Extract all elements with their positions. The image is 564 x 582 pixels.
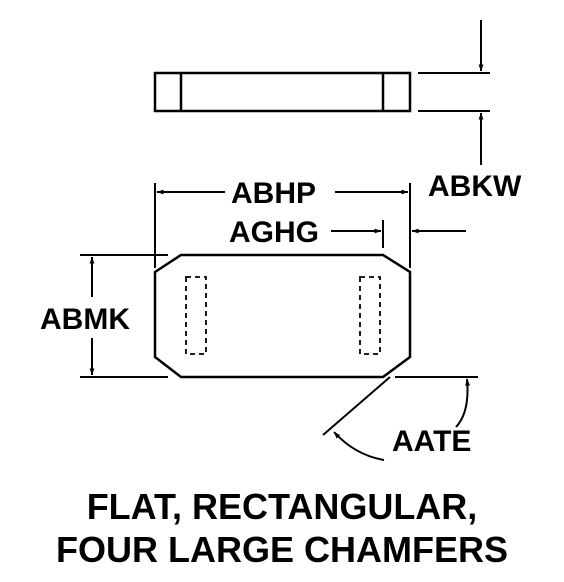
- thickness-dimension: [418, 20, 490, 165]
- length-dimension: [154, 183, 411, 268]
- hole-span-label: AGHG: [229, 216, 319, 249]
- length-label: ABHP: [231, 177, 316, 210]
- width-dimension: [80, 254, 168, 378]
- left-hidden-slot: [185, 276, 207, 355]
- chamfer-arrow-curved-right: [455, 378, 471, 428]
- chamfered-rectangle-outline: [153, 253, 412, 379]
- caption-line-1: FLAT, RECTANGULAR,: [87, 486, 478, 527]
- top-view: [153, 253, 412, 379]
- width-label: ABMK: [40, 303, 130, 336]
- hidden-slots: [185, 276, 381, 355]
- hole-span-dimension: [331, 220, 466, 248]
- right-hidden-slot: [359, 276, 381, 355]
- chamfer-dimension: [322, 376, 478, 461]
- chamfer-arrow-curved-left: [333, 431, 385, 461]
- thickness-label: ABKW: [428, 170, 522, 203]
- caption-line-2: FOUR LARGE CHAMFERS: [56, 529, 508, 570]
- side-view: [153, 71, 412, 113]
- side-view-outline: [153, 71, 412, 113]
- chamfer-extension-diagonal: [322, 376, 391, 436]
- chamfer-label: AATE: [392, 425, 471, 458]
